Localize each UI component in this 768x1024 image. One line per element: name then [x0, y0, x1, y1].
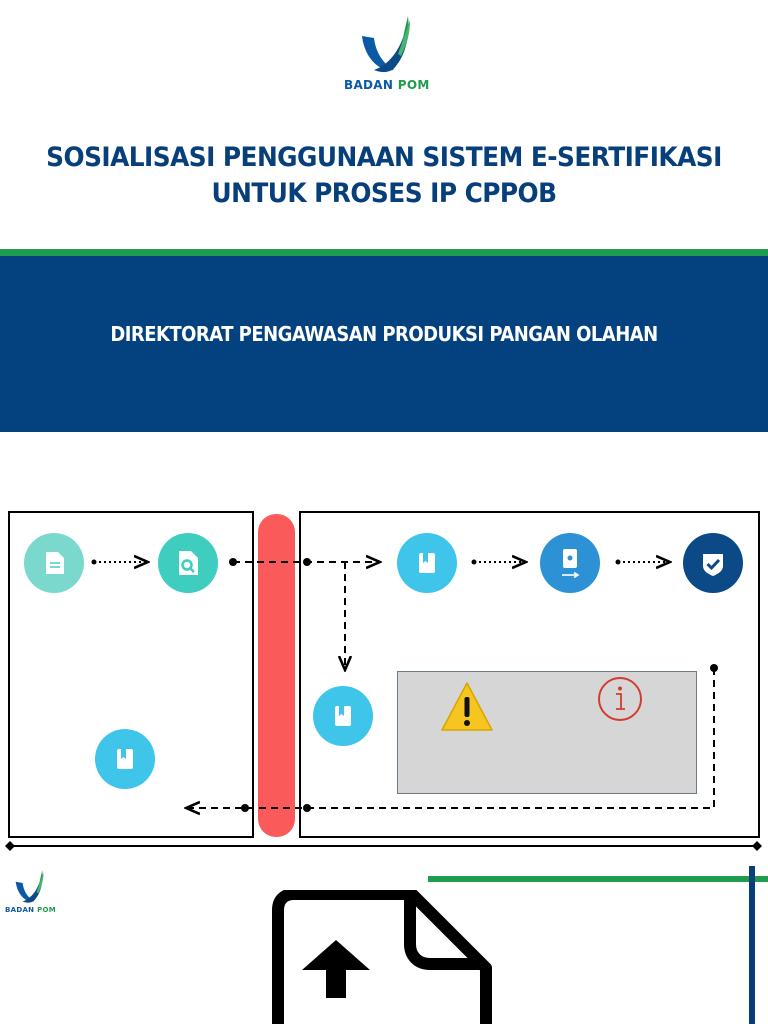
- node-book-2: [313, 686, 373, 746]
- info-circle-icon: [598, 677, 642, 721]
- node-phone-transfer: [540, 533, 600, 593]
- footer-blue-line: [749, 866, 755, 1024]
- arrow-return: [186, 668, 715, 808]
- info-box: [397, 671, 697, 794]
- badan-pom-logo-small: BADAN POM: [3, 868, 56, 920]
- document-search-icon: [158, 533, 218, 593]
- subtitle-band: [0, 256, 768, 432]
- shield-check-icon: [683, 533, 743, 593]
- logo-text-small: BADAN POM: [5, 906, 56, 914]
- node-document: [24, 533, 84, 593]
- flow-connectors: [5, 500, 762, 851]
- node-book-3: [95, 729, 155, 789]
- green-divider: [0, 249, 768, 256]
- logo-text-badan: BADAN: [344, 78, 394, 92]
- badan-pom-logo: BADAN POM: [340, 14, 430, 96]
- phone-transfer-icon: [540, 533, 600, 593]
- file-upload-icon: [272, 890, 492, 1024]
- logo-text-badan: BADAN: [5, 906, 35, 914]
- badan-pom-swoosh-icon: [15, 870, 44, 903]
- book-icon: [95, 729, 155, 789]
- subtitle: DIREKTORAT PENGAWASAN PRODUKSI PANGAN OL…: [110, 322, 658, 346]
- logo-text: BADAN POM: [344, 78, 430, 92]
- title-line-1: SOSIALISASI PENGGUNAAN SISTEM E-SERTIFIK…: [46, 142, 722, 173]
- book-icon: [313, 686, 373, 746]
- book-icon: [397, 533, 457, 593]
- warning-triangle-icon: [441, 682, 493, 731]
- document-icon: [24, 533, 84, 593]
- page-title: SOSIALISASI PENGGUNAAN SISTEM E-SERTIFIK…: [31, 140, 738, 212]
- title-line-2: UNTUK PROSES IP CPPOB: [211, 178, 557, 209]
- node-book-1: [397, 533, 457, 593]
- footer-green-line: [428, 876, 768, 882]
- divider-bar: [258, 514, 295, 837]
- node-document-search: [158, 533, 218, 593]
- badan-pom-swoosh-icon: [362, 16, 410, 73]
- node-shield: [683, 533, 743, 593]
- logo-text-pom: POM: [397, 78, 430, 92]
- logo-text-pom: POM: [37, 906, 57, 914]
